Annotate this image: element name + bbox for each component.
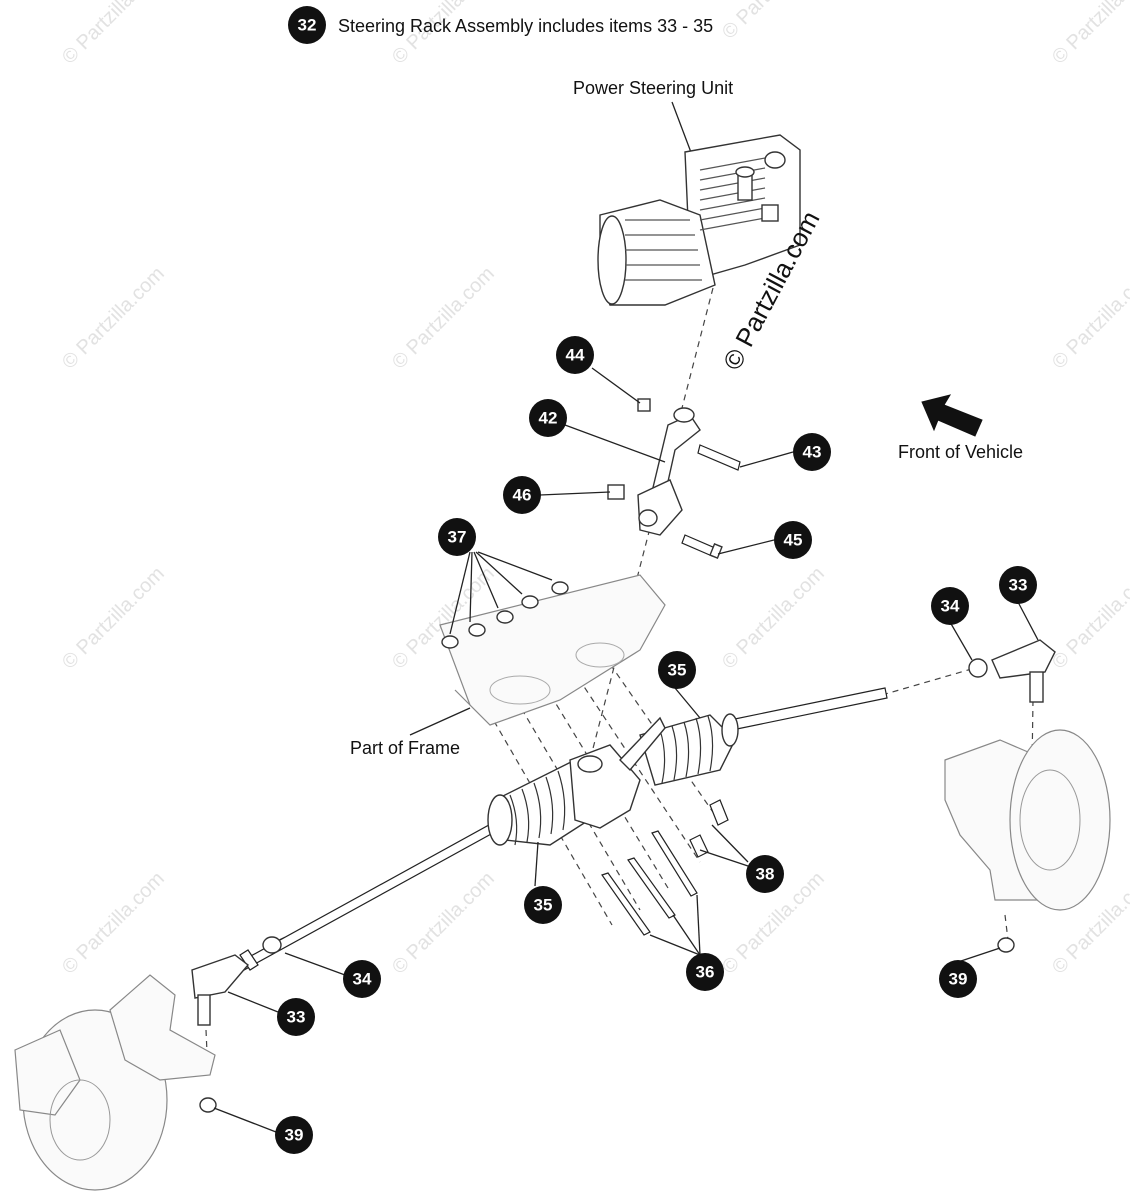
callouts: 44 42 43 46 45 37 35 34	[275, 336, 1037, 1154]
watermark-tile: © Partzilla.com	[58, 0, 169, 69]
callout-34-right-label: 34	[941, 597, 960, 616]
callout-38-label: 38	[756, 865, 775, 884]
watermark-tile: © Partzilla.com	[718, 0, 829, 44]
callout-38[interactable]: 38	[746, 855, 784, 893]
knuckle-left	[14, 974, 216, 1191]
front-of-vehicle-label: Front of Vehicle	[898, 442, 1023, 462]
watermark-tile: © Partzilla.com	[58, 563, 169, 674]
callout-33-left[interactable]: 33	[277, 998, 315, 1036]
callout-36-label: 36	[696, 963, 715, 982]
watermark-tile: © Partzilla.com	[388, 263, 499, 374]
bolts-36	[601, 830, 698, 936]
jam-nut-right-34	[968, 658, 988, 678]
callout-39-left[interactable]: 39	[275, 1116, 313, 1154]
callout-43[interactable]: 43	[793, 433, 831, 471]
callout-39-right[interactable]: 39	[939, 960, 977, 998]
nut-left-39	[199, 1097, 217, 1113]
callout-34-left[interactable]: 34	[343, 960, 381, 998]
callout-43-label: 43	[803, 443, 822, 462]
callout-33-right-label: 33	[1009, 576, 1028, 595]
callout-circle	[288, 6, 326, 44]
callout-35-upper-label: 35	[668, 661, 687, 680]
callout-35-lower-label: 35	[534, 896, 553, 915]
tie-rod-end-left-33	[191, 954, 250, 1026]
watermark-tile: © Partzilla.com	[388, 868, 499, 979]
bolts-38	[689, 799, 729, 858]
callout-42[interactable]: 42	[529, 399, 567, 437]
callout-33-right[interactable]: 33	[999, 566, 1037, 604]
steering-rack	[487, 713, 739, 846]
watermark-tile: © Partzilla.com	[1048, 563, 1130, 674]
watermark-tile: © Partzilla.com	[718, 563, 829, 674]
nut-44	[637, 398, 651, 412]
power-steering-unit	[597, 134, 801, 306]
callout-45[interactable]: 45	[774, 521, 812, 559]
leader-lines	[213, 367, 1039, 1133]
header-note: 32 Steering Rack Assembly includes items…	[288, 6, 713, 44]
tie-rod-right	[729, 687, 888, 731]
bolt-45	[681, 534, 723, 559]
callout-44-label: 44	[566, 346, 585, 365]
header-note-text: Steering Rack Assembly includes items 33…	[338, 16, 713, 36]
tie-rod-end-right-33	[991, 639, 1056, 703]
callout-35-lower[interactable]: 35	[524, 886, 562, 924]
watermark-tile: © Partzilla.com	[58, 263, 169, 374]
callout-45-label: 45	[784, 531, 803, 550]
steering-column-42	[637, 407, 701, 536]
nut-46	[607, 484, 625, 500]
watermark-tile: © Partzilla.com	[1048, 0, 1130, 69]
callout-39-left-label: 39	[285, 1126, 304, 1145]
jam-nut-left-34	[262, 936, 282, 954]
callout-37-label: 37	[448, 528, 467, 547]
callout-42-label: 42	[539, 409, 558, 428]
watermark-tile: © Partzilla.com	[1048, 263, 1130, 374]
frame-part	[439, 574, 666, 726]
callout-46[interactable]: 46	[503, 476, 541, 514]
front-of-vehicle-arrow-icon	[921, 394, 983, 437]
watermark-tile: © Partzilla.com	[58, 868, 169, 979]
callout-33-left-label: 33	[287, 1008, 306, 1027]
nut-right-39	[997, 937, 1015, 953]
knuckle-right	[944, 729, 1111, 911]
callout-46-label: 46	[513, 486, 532, 505]
callout-34-left-label: 34	[353, 970, 372, 989]
header-note-number: 32	[298, 16, 317, 35]
callout-35-upper[interactable]: 35	[658, 651, 696, 689]
callout-44[interactable]: 44	[556, 336, 594, 374]
bolt-43	[697, 444, 741, 471]
callout-36[interactable]: 36	[686, 953, 724, 991]
power-steering-unit-label: Power Steering Unit	[573, 78, 733, 98]
callout-37[interactable]: 37	[438, 518, 476, 556]
part-of-frame-label: Part of Frame	[350, 738, 460, 758]
callout-34-right[interactable]: 34	[931, 587, 969, 625]
callout-39-right-label: 39	[949, 970, 968, 989]
nuts-37	[441, 581, 569, 649]
